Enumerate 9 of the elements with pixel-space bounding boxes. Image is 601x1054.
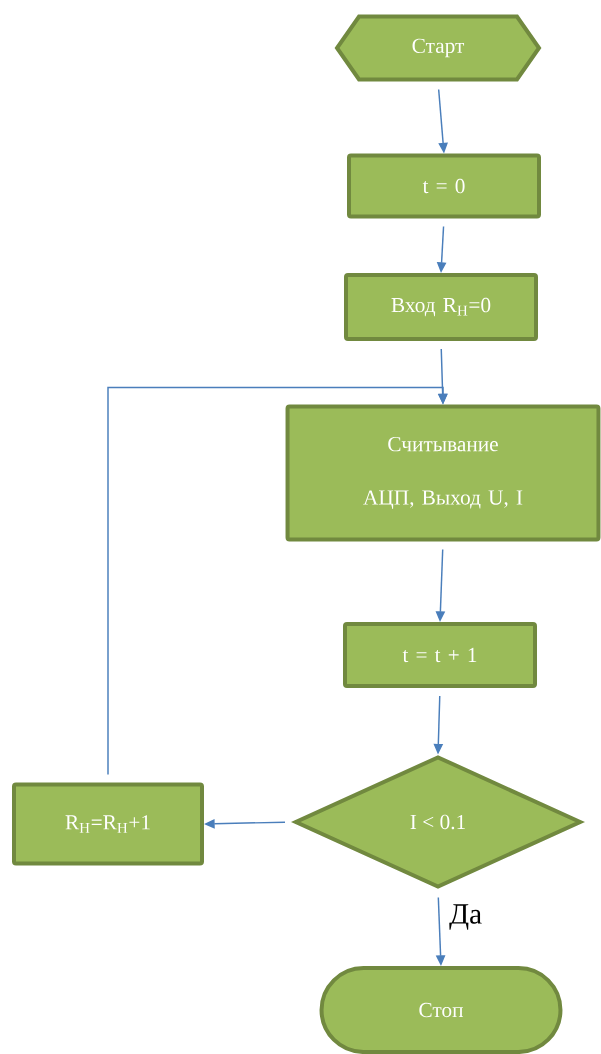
process-box: Вход R$_{Н}$=0 — [344, 273, 538, 341]
start-terminal: Старт — [334, 14, 542, 82]
process-box: t = 0 — [347, 153, 541, 219]
process-box: t = t + 1 — [343, 622, 537, 688]
end-terminal: Стоп — [319, 966, 563, 1054]
arrow — [107, 386, 448, 776]
process-box: Считывание АЦП, Выход U, I — [285, 404, 601, 542]
process-box: R$_{Н}$=R$_{Н}$+1 — [12, 782, 204, 866]
edge-label: Да — [449, 904, 482, 930]
